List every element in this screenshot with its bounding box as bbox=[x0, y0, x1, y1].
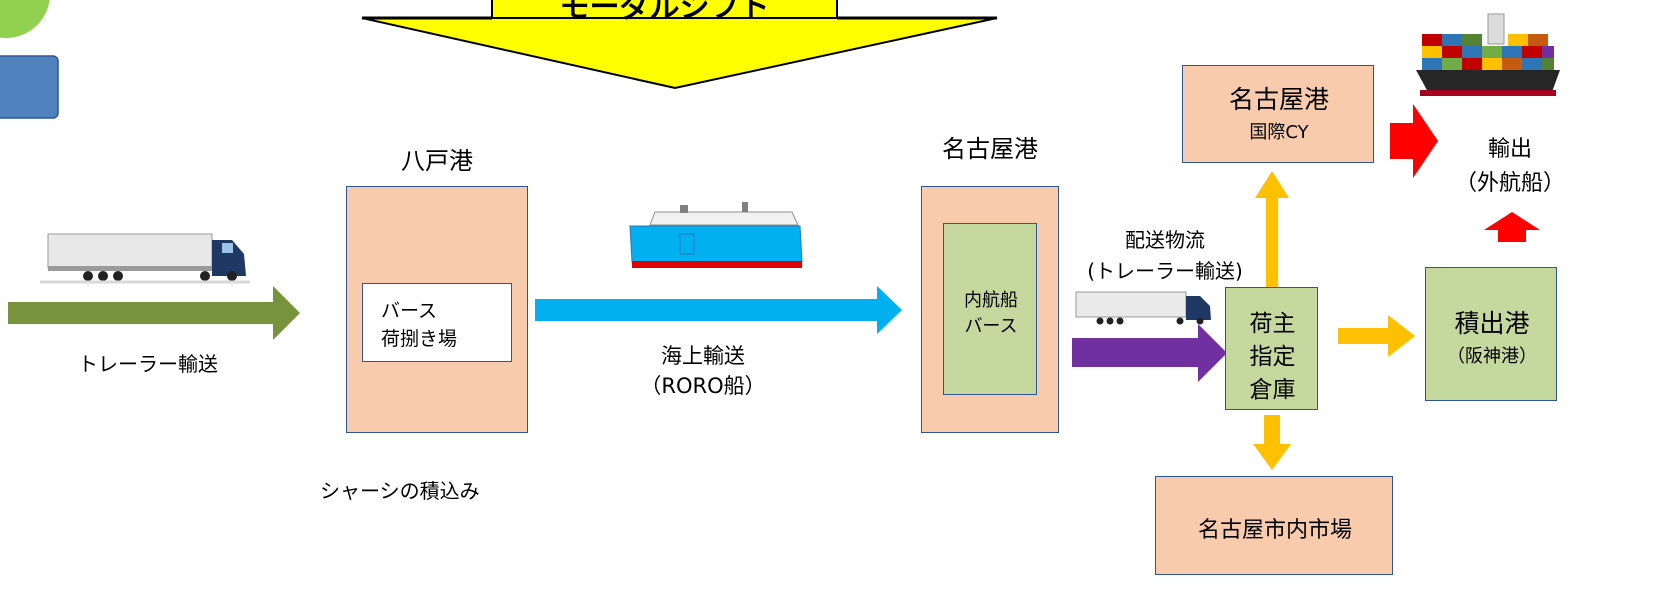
trailer-transport-arrow bbox=[8, 286, 300, 340]
to-market-arrow bbox=[1253, 415, 1291, 470]
truck-icon bbox=[1075, 291, 1211, 325]
corner-blue-square bbox=[0, 55, 59, 119]
delivery-arrow bbox=[1072, 324, 1227, 382]
container-ship-icon bbox=[1416, 13, 1560, 96]
cy-title: 名古屋港 bbox=[1228, 85, 1329, 114]
trailer-transport-sub-label: (トレーラー輸送) bbox=[1087, 259, 1243, 283]
warehouse-line2: 指定 bbox=[1249, 344, 1296, 370]
chassis-loading-caption: シャーシの積込み bbox=[320, 479, 480, 503]
berth-handling-area-box: バース 荷捌き場 bbox=[362, 283, 512, 362]
warehouse-line3: 倉庫 bbox=[1249, 377, 1296, 403]
berth-label: バース bbox=[381, 300, 438, 322]
nagoya-port-title: 名古屋港 bbox=[942, 135, 1038, 163]
to-loading-port-arrow bbox=[1338, 315, 1415, 357]
corner-green-circle bbox=[0, 0, 50, 38]
delivery-logistics-label: 配送物流 bbox=[1125, 228, 1205, 252]
warehouse-line1: 荷主 bbox=[1249, 311, 1296, 337]
hachinohe-port-title: 八戸港 bbox=[401, 147, 473, 175]
handling-area-label: 荷捌き場 bbox=[381, 328, 458, 350]
to-cy-arrow bbox=[1255, 171, 1289, 287]
cy-subtitle: 国際CY bbox=[1249, 122, 1309, 143]
banner-text: モーダルシフト bbox=[559, 0, 770, 25]
roro-ship-icon bbox=[629, 202, 803, 268]
roro-ship-label: （RORO船） bbox=[640, 374, 766, 398]
city-market-label: 名古屋市内市場 bbox=[1197, 518, 1352, 543]
nagoya-city-market-box: 名古屋市内市場 bbox=[1155, 476, 1393, 575]
export-label: 輸出 bbox=[1487, 137, 1532, 162]
loading-port-box: 積出港 （阪神港） bbox=[1425, 267, 1557, 401]
loading-port-title: 積出港 bbox=[1454, 309, 1530, 338]
domestic-ship-berth-box: 内航船 バース bbox=[943, 223, 1037, 395]
domestic-ship-label: 内航船 bbox=[964, 290, 1018, 311]
modal-shift-banner bbox=[361, 0, 998, 90]
export-up-arrow bbox=[1484, 212, 1540, 242]
sea-transport-label: 海上輸送 bbox=[661, 344, 745, 368]
designated-warehouse-box: 荷主 指定 倉庫 bbox=[1225, 287, 1318, 410]
ocean-vessel-label: （外航船） bbox=[1454, 171, 1565, 196]
export-right-arrow bbox=[1390, 104, 1438, 178]
berth-label: バース bbox=[964, 316, 1018, 337]
nagoya-international-cy-box: 名古屋港 国際CY bbox=[1182, 65, 1374, 163]
truck-icon bbox=[40, 233, 250, 284]
hanshin-port-label: （阪神港） bbox=[1447, 346, 1537, 367]
sea-transport-arrow bbox=[535, 286, 902, 334]
trailer-transport-label: トレーラー輸送 bbox=[78, 352, 218, 376]
